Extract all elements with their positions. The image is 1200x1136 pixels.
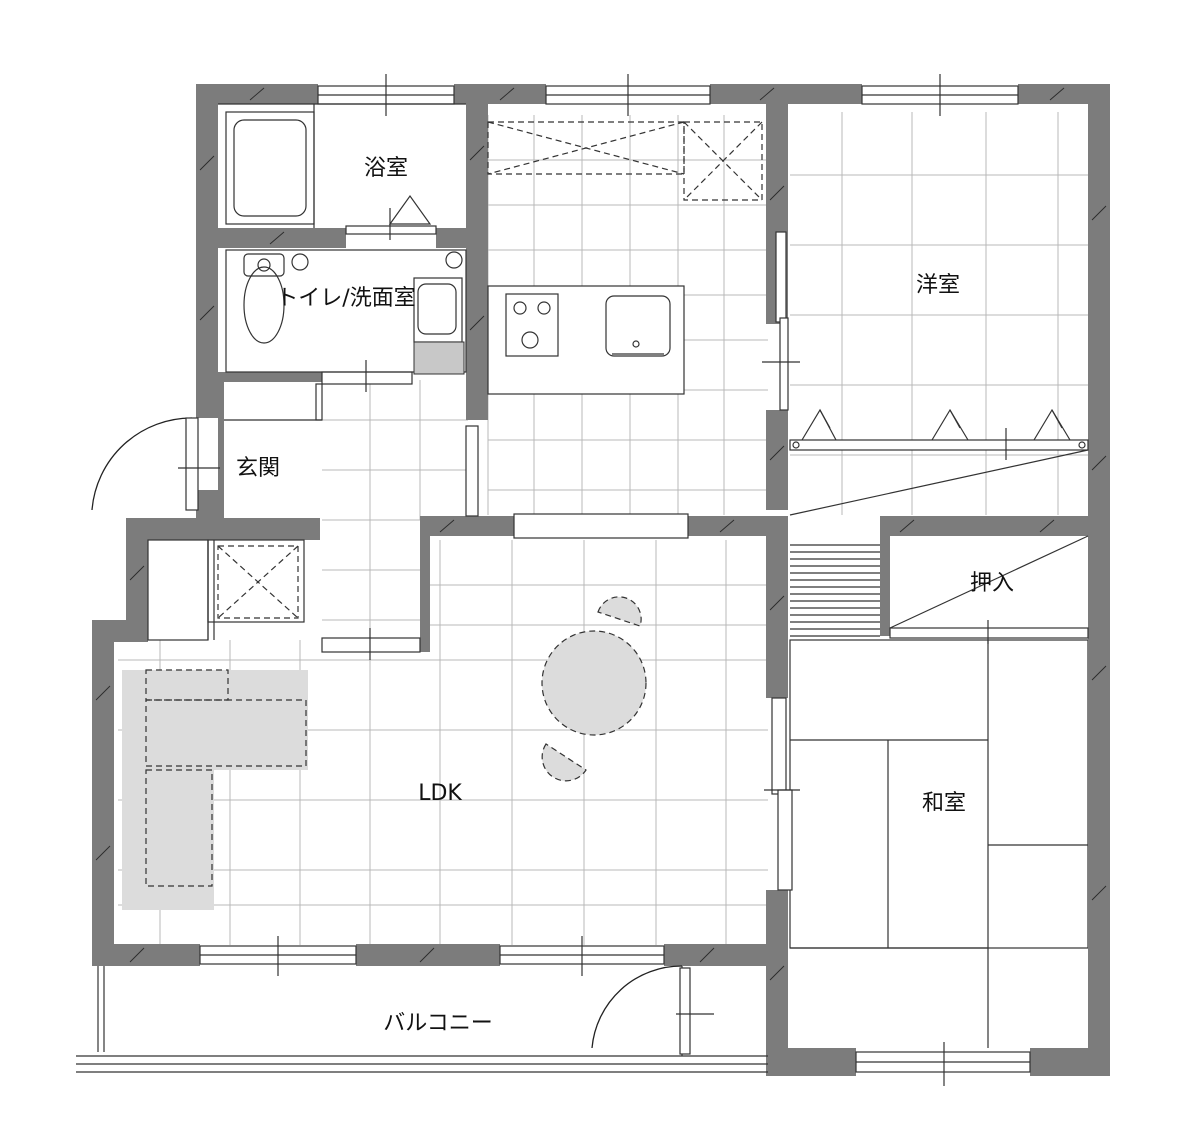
toilet-fixtures: [225, 249, 467, 375]
room-label-bathroom: 浴室: [364, 156, 408, 181]
room-labels: 浴室 トイレ/洗面室 玄関 洋室 押入 LDK 和室 バルコニー: [236, 156, 1014, 1036]
room-label-japanese-room: 和室: [922, 791, 966, 816]
room-label-toilet-washroom: トイレ/洗面室: [276, 286, 415, 311]
bathroom-fixtures: [218, 103, 466, 228]
kitchen: [487, 121, 763, 395]
room-label-balcony: バルコニー: [383, 1011, 493, 1036]
doors: [91, 194, 800, 1056]
room-label-closet: 押入: [970, 571, 1014, 596]
wardrobe: [789, 408, 1089, 516]
ldk-furniture: [122, 596, 647, 910]
balcony-railing: [76, 966, 768, 1073]
walls: [92, 84, 1110, 1076]
room-label-western-room: 洋室: [916, 273, 960, 298]
room-label-entrance: 玄関: [236, 456, 280, 481]
room-label-ldk: LDK: [418, 781, 462, 806]
windows: [199, 74, 1031, 1086]
staircase: [790, 544, 880, 637]
storage: [147, 539, 305, 641]
oshiire-closet: [889, 535, 1089, 644]
tatami-mats: [789, 639, 1089, 1048]
wall-hatching: [95, 87, 1107, 981]
